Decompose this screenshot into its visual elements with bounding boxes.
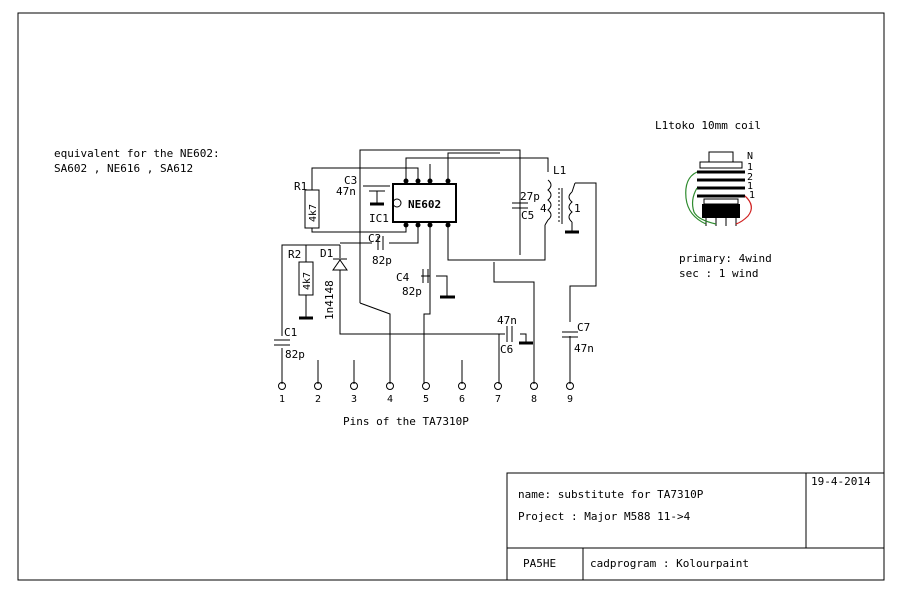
coil-green-wire [685, 171, 707, 225]
pin-label: 5 [423, 394, 429, 405]
c6-ref: C6 [500, 343, 513, 356]
resistor-r2: 4k7 [298, 261, 314, 320]
title-date: 19-4-2014 [811, 475, 871, 488]
toko-coil-illustration [685, 151, 752, 226]
ic1-ref: IC1 [369, 212, 389, 225]
coil-green-wire [691, 187, 717, 225]
coil-title: L1toko 10mm coil [655, 119, 761, 132]
pin-label: 4 [387, 394, 393, 405]
pin-terminal [494, 382, 502, 390]
wiring [281, 149, 597, 384]
r1-ref: R1 [294, 180, 307, 193]
pin-terminal [458, 382, 466, 390]
pin-label: 2 [315, 394, 321, 405]
pin-terminal [314, 382, 322, 390]
coil-label: N [747, 151, 753, 162]
c1-ref: C1 [284, 326, 297, 339]
pin-terminal [386, 382, 394, 390]
equivalent-title: equivalent for the NE602: [54, 147, 220, 160]
pins-caption: Pins of the TA7310P [343, 415, 469, 428]
title-cad: cadprogram : Kolourpaint [590, 557, 749, 570]
inductor-l1 [544, 179, 579, 234]
resistor-r1: 4k7 [304, 189, 320, 229]
coil-primary: primary: 4wind [679, 252, 772, 265]
capacitor-c2 [377, 236, 384, 250]
r2-ref: R2 [288, 248, 301, 261]
ta7310p-pins: 1 2 3 4 5 6 7 8 9 [278, 360, 574, 405]
r1-value: 4k7 [308, 204, 319, 222]
diode-d1 [332, 258, 348, 271]
l1-secondary-pin: 1 [574, 202, 581, 215]
c2-ref: C2 [368, 232, 381, 245]
capacitor-c4 [422, 269, 455, 299]
coil-secondary: sec : 1 wind [679, 267, 758, 280]
pin-label: 8 [531, 394, 537, 405]
pin-label: 6 [459, 394, 465, 405]
pin-label: 3 [351, 394, 357, 405]
coil-label: 1 [747, 162, 753, 173]
c1-value: 82p [285, 348, 305, 361]
coil-label: 2 [747, 172, 753, 183]
pin-terminal [530, 382, 538, 390]
coil-label: 1 [749, 190, 755, 201]
capacitor-c7 [562, 331, 578, 338]
coil-label: 1 [747, 181, 753, 192]
capacitor-c6 [506, 326, 533, 345]
title-block [506, 472, 885, 581]
pin-terminal [422, 382, 430, 390]
r2-value: 4k7 [302, 272, 313, 290]
c4-value: 82p [402, 285, 422, 298]
title-name: name: substitute for TA7310P [518, 488, 704, 501]
d1-ref: D1 [320, 247, 333, 260]
c3-ref: C3 [344, 174, 357, 187]
c2-value: 82p [372, 254, 392, 267]
c3-value: 47n [336, 185, 356, 198]
pin-label: 9 [567, 394, 573, 405]
c7-ref: C7 [577, 321, 590, 334]
pin-terminal [350, 382, 358, 390]
c5-ref: C5 [521, 209, 534, 222]
pin-label: 1 [279, 394, 285, 405]
c6-value: 47n [497, 314, 517, 327]
l1-primary-pin: 4 [540, 202, 547, 215]
c5-value: 27p [520, 190, 540, 203]
coil-red-wire [735, 195, 752, 225]
sheet-border [17, 12, 885, 581]
capacitor-c3 [369, 185, 385, 206]
capacitor-c5 [512, 202, 528, 209]
pin-label: 7 [495, 394, 501, 405]
title-author: PA5HE [523, 557, 556, 570]
capacitor-c1 [274, 339, 290, 346]
ic1-ne602: NE602 [392, 178, 457, 228]
c4-ref: C4 [396, 271, 410, 284]
title-project: Project : Major M588 11->4 [518, 510, 691, 523]
c7-value: 47n [574, 342, 594, 355]
pin-terminal [278, 382, 286, 390]
equivalent-list: SA602 , NE616 , SA612 [54, 162, 193, 175]
d1-value: 1n4148 [323, 280, 336, 320]
pin-terminal [566, 382, 574, 390]
l1-ref: L1 [553, 164, 566, 177]
ic1-value: NE602 [408, 198, 441, 211]
